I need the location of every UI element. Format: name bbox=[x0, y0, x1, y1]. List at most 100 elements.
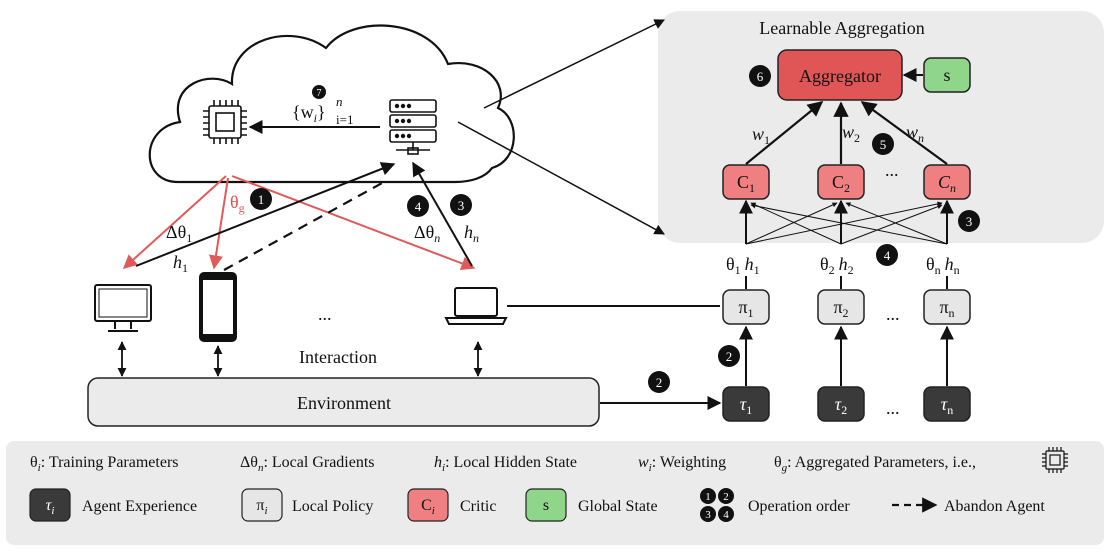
weight-1: w1 bbox=[752, 124, 770, 147]
legend-hidden-state: hi: Local Hidden State bbox=[434, 454, 577, 474]
monitor-icon bbox=[94, 284, 152, 332]
svg-text:π1: π1 bbox=[738, 297, 753, 320]
svg-text:Cn: Cn bbox=[938, 172, 956, 195]
critic-2: C2 bbox=[817, 164, 865, 200]
delta-theta-n-label: Δθn bbox=[414, 222, 440, 245]
legend-experience-text: Agent Experience bbox=[82, 498, 197, 515]
svg-text:τn: τn bbox=[941, 394, 953, 417]
h1-label: h1 bbox=[173, 252, 188, 275]
global-state-label: s bbox=[943, 65, 950, 85]
critic1-to-aggregator bbox=[745, 101, 824, 165]
legend-order-text: Operation order bbox=[748, 498, 850, 515]
hn-label: hn bbox=[464, 222, 479, 245]
global-state-box bbox=[923, 57, 971, 93]
svg-text:4: 4 bbox=[415, 199, 422, 214]
svg-text:3: 3 bbox=[966, 214, 973, 229]
cloud-shape bbox=[148, 24, 515, 184]
svg-text:2: 2 bbox=[726, 349, 733, 364]
weight-2: w2 bbox=[842, 122, 860, 145]
badge-5: 5 bbox=[872, 133, 894, 155]
critic-n: Cn bbox=[923, 164, 971, 200]
legend-policy-text: Local Policy bbox=[292, 498, 373, 515]
cloud-to-monitor-red bbox=[122, 175, 227, 269]
experience-2: τ2 bbox=[817, 386, 865, 422]
svg-text:2: 2 bbox=[656, 375, 663, 390]
legend-training-params: θi: Training Parameters bbox=[30, 454, 179, 474]
server-icon bbox=[389, 99, 437, 155]
monitor-to-server-black bbox=[135, 162, 396, 267]
svg-text:4: 4 bbox=[884, 248, 891, 263]
theta-g-label: θg bbox=[230, 192, 245, 215]
svg-text:3: 3 bbox=[705, 509, 711, 521]
cloud-to-laptop-red bbox=[231, 175, 476, 271]
policy-n: πn bbox=[923, 289, 971, 325]
badge-3-left: 3 bbox=[450, 194, 472, 216]
badge-2-policy: 2 bbox=[718, 345, 740, 367]
badge-3-right: 3 bbox=[958, 210, 980, 232]
phone-abandon-dashed bbox=[223, 181, 385, 271]
critic-input-connections bbox=[739, 199, 954, 245]
svg-text:C2: C2 bbox=[832, 172, 850, 195]
badge-1: 1 bbox=[250, 188, 272, 210]
svg-text:4: 4 bbox=[723, 509, 729, 521]
chip-icon bbox=[203, 100, 247, 144]
experience-n: τn bbox=[923, 386, 971, 422]
critic-1: C1 bbox=[722, 164, 770, 200]
aggregation-panel bbox=[658, 11, 1104, 243]
svg-text:1: 1 bbox=[705, 491, 711, 503]
svg-text:πn: πn bbox=[939, 297, 954, 320]
laptop-to-server-black bbox=[412, 161, 473, 267]
policy-ellipsis: ... bbox=[886, 304, 900, 324]
svg-text:τi: τi bbox=[46, 497, 55, 517]
svg-text:2: 2 bbox=[723, 491, 729, 503]
svg-text:3: 3 bbox=[458, 198, 465, 213]
aggregator-box bbox=[777, 49, 903, 101]
aggregator-label: Aggregator bbox=[799, 66, 881, 86]
svg-text:τ2: τ2 bbox=[835, 394, 847, 417]
legend-order-badges: 1 2 3 4 bbox=[700, 488, 734, 522]
interaction-label: Interaction bbox=[299, 347, 377, 367]
cloud-weight-set-sup: n bbox=[336, 94, 343, 109]
cloud-weight-set-range: i=1 bbox=[336, 112, 353, 127]
legend-chip-icon bbox=[1042, 447, 1068, 473]
environment-box bbox=[87, 377, 600, 427]
delta-theta-1-label: Δθ1 bbox=[166, 222, 192, 245]
legend-state-text: Global State bbox=[578, 498, 658, 515]
svg-text:Ci: Ci bbox=[421, 497, 435, 517]
svg-text:s: s bbox=[543, 497, 549, 514]
svg-text:C1: C1 bbox=[737, 172, 755, 195]
badge-7: 7 bbox=[312, 85, 326, 99]
cloud-to-panel-top bbox=[483, 19, 665, 109]
svg-text:1: 1 bbox=[258, 192, 265, 207]
legend-abandon-text: Abandon Agent bbox=[944, 498, 1045, 515]
experience-1: τ1 bbox=[722, 386, 770, 422]
legend-aggregated-params: θg: Aggregated Parameters, i.e., bbox=[774, 454, 976, 474]
policy-2: π2 bbox=[817, 289, 865, 325]
svg-text:5: 5 bbox=[880, 137, 887, 152]
cloud-to-phone-red bbox=[209, 177, 229, 270]
legend-critic-box: Ci bbox=[407, 488, 449, 522]
badge-6: 6 bbox=[749, 65, 771, 87]
badge-4-right: 4 bbox=[876, 244, 898, 266]
critic-ellipsis: ... bbox=[885, 160, 899, 180]
badge-2-env: 2 bbox=[648, 371, 670, 393]
legend-policy-box: πi bbox=[241, 488, 283, 522]
svg-text:6: 6 bbox=[757, 69, 764, 84]
environment-label: Environment bbox=[297, 393, 391, 413]
weight-n: wn bbox=[906, 122, 924, 145]
device-ellipsis: ... bbox=[318, 304, 332, 324]
svg-text:πi: πi bbox=[256, 497, 267, 517]
policy-1: π1 bbox=[722, 289, 770, 325]
legend-local-gradients: Δθn: Local Gradients bbox=[240, 454, 375, 474]
svg-text:7: 7 bbox=[317, 88, 322, 99]
phone-icon bbox=[199, 272, 237, 342]
svg-text:π2: π2 bbox=[833, 297, 848, 320]
cloud-weight-set: {wi} bbox=[292, 102, 326, 125]
cloud-to-panel-bottom bbox=[457, 121, 665, 235]
legend-weighting: wi: Weighting bbox=[638, 454, 726, 474]
legend-experience-box: τi bbox=[29, 488, 71, 522]
